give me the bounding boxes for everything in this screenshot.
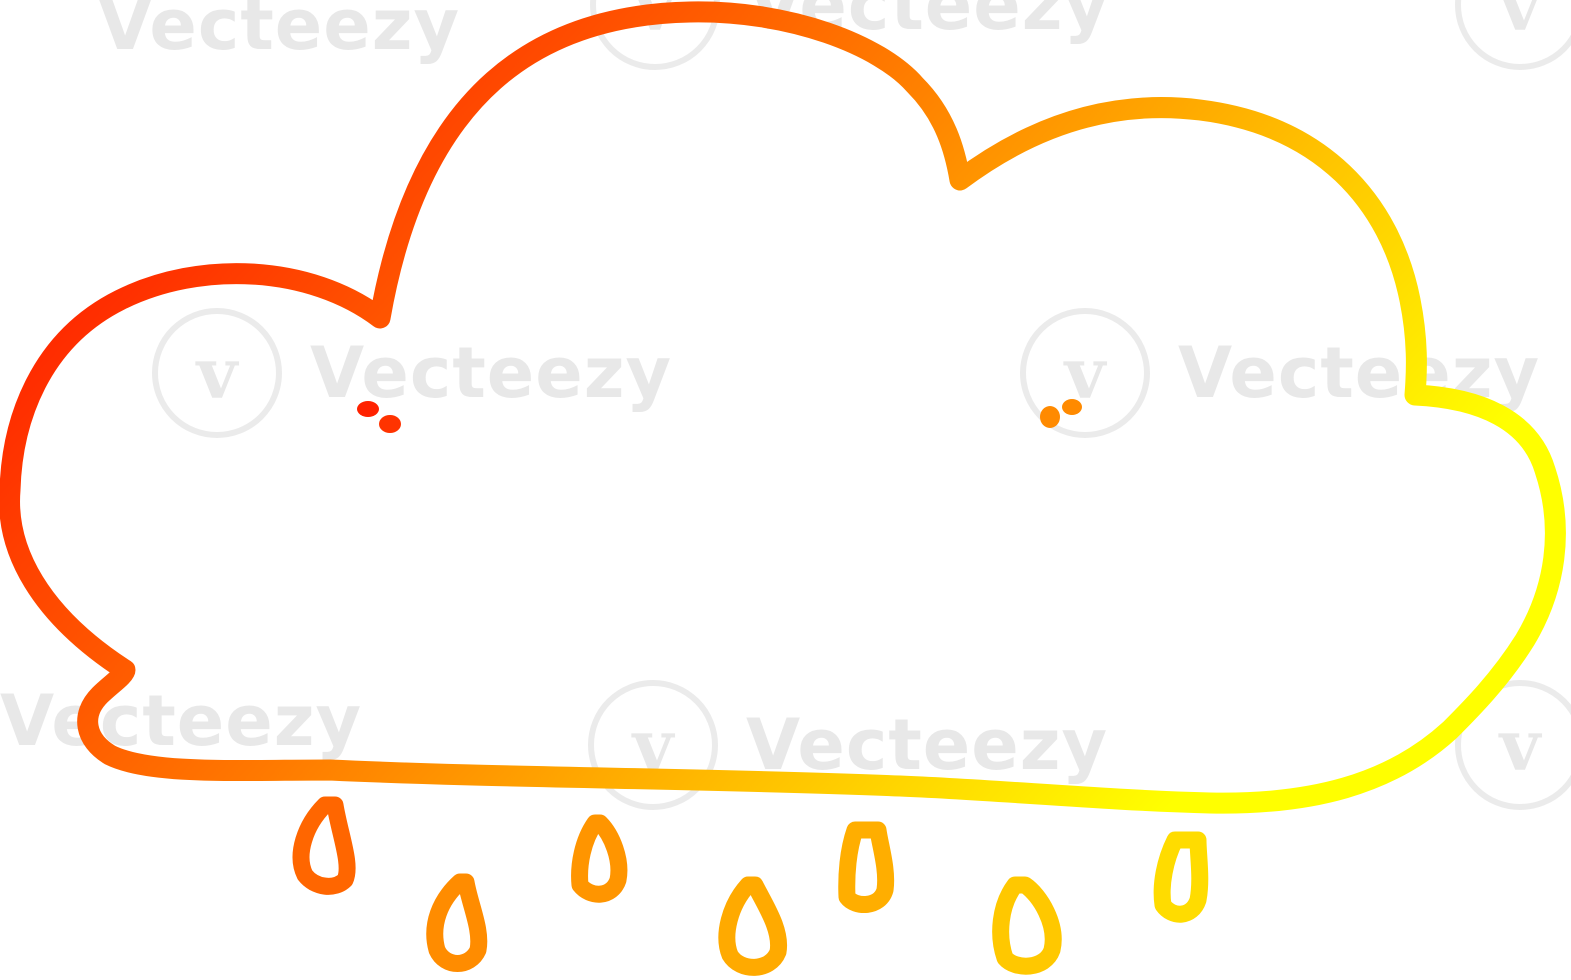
raindrops [292,796,1209,976]
raindrop [718,876,788,976]
watermark-text: Vecteezy [746,704,1109,786]
cloud-eyes [357,399,1082,433]
watermark: v [1455,680,1571,810]
raindrop [1153,831,1209,923]
watermark-text: Vecteezy [310,332,673,414]
watermark-logo-icon: v [1455,680,1571,810]
watermark-text: Vecteezy [98,0,461,66]
raindrop [992,876,1062,975]
watermark: v [1455,0,1571,70]
raindrop [426,873,488,972]
raindrop [571,814,628,903]
watermark: Vecteezy [0,680,362,762]
raindrop [292,796,356,895]
watermark: v Vecteezy [588,680,1108,810]
watermark-logo-icon: v [152,308,282,438]
watermark-text: Vecteezy [0,680,363,762]
raindrop [838,821,895,913]
cloud-outline [0,1,1566,814]
raindrop-highlights [316,839,1186,949]
watermark: v Vecteezy [152,308,672,438]
watermark: Vecteezy [0,0,460,90]
